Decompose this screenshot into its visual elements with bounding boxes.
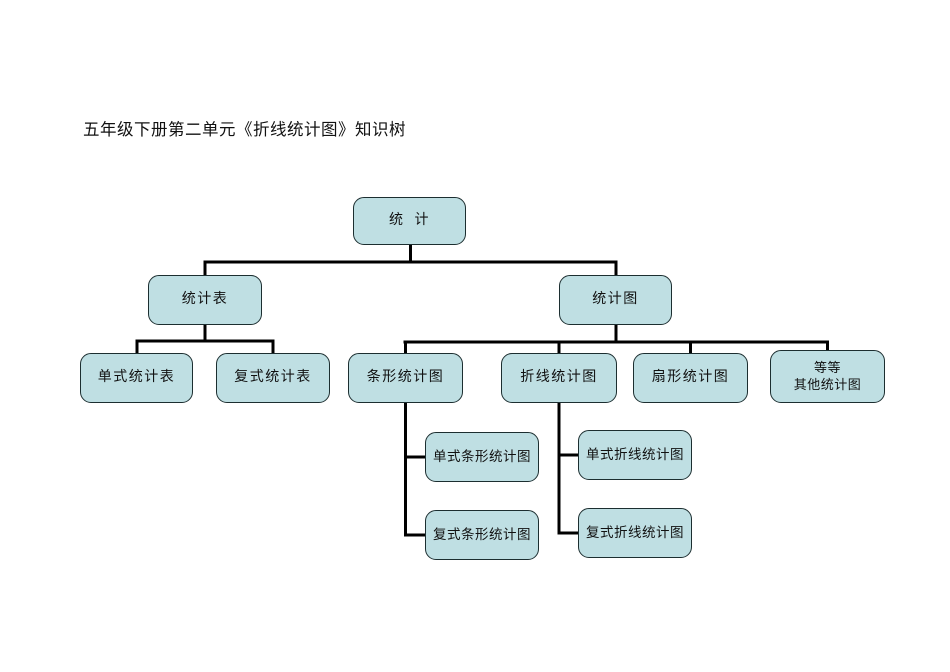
- node-statistical-table-label: 统计表: [181, 292, 229, 308]
- node-statistics: 统 计: [353, 197, 466, 245]
- node-multi-table-label: 复式统计表: [234, 370, 312, 386]
- node-multi-line-chart-label: 复式折线统计图: [586, 524, 684, 540]
- node-single-bar-chart-label: 单式条形统计图: [433, 448, 531, 464]
- node-pie-chart-label: 扇形统计图: [651, 370, 730, 386]
- node-other-charts: 等等 其他统计图: [770, 350, 885, 403]
- node-line-chart: 折线统计图: [501, 353, 617, 403]
- node-other-charts-line1: 等等: [813, 360, 841, 376]
- connector-line-to-children: [557, 402, 578, 535]
- node-line-chart-label: 折线统计图: [520, 370, 598, 386]
- connector-table-to-children: [135, 324, 275, 353]
- node-bar-chart: 条形统计图: [348, 353, 463, 403]
- node-bar-chart-label: 条形统计图: [366, 370, 445, 386]
- connector-chart-to-children: [403, 324, 829, 353]
- node-single-line-chart: 单式折线统计图: [578, 430, 692, 480]
- node-statistical-chart: 统计图: [559, 275, 672, 325]
- node-pie-chart: 扇形统计图: [633, 353, 748, 403]
- node-statistical-table: 统计表: [148, 275, 262, 325]
- node-multi-bar-chart: 复式条形统计图: [425, 510, 539, 560]
- node-single-line-chart-label: 单式折线统计图: [586, 446, 684, 462]
- connector-root-to-level2: [203, 245, 618, 275]
- node-statistical-chart-label: 统计图: [592, 292, 639, 308]
- node-multi-bar-chart-label: 复式条形统计图: [433, 526, 531, 542]
- node-single-table-label: 单式统计表: [97, 370, 176, 386]
- node-other-charts-line2: 其他统计图: [793, 376, 862, 392]
- node-statistics-label: 统 计: [389, 213, 430, 229]
- node-single-table: 单式统计表: [80, 353, 193, 403]
- page-title: 五年级下册第二单元《折线统计图》知识树: [83, 120, 406, 139]
- node-multi-line-chart: 复式折线统计图: [578, 508, 692, 558]
- connector-bar-to-children: [404, 402, 425, 537]
- node-single-bar-chart: 单式条形统计图: [425, 432, 539, 482]
- node-multi-table: 复式统计表: [216, 353, 330, 403]
